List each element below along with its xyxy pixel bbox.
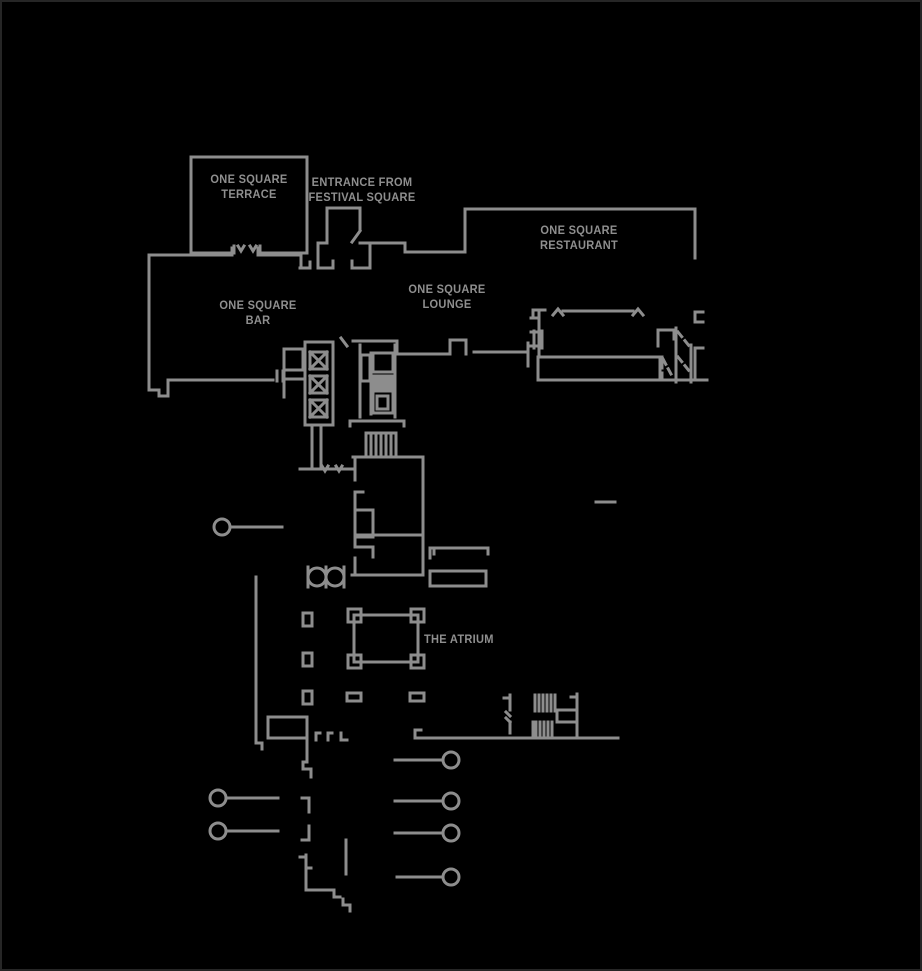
restaurant-walls — [463, 207, 705, 382]
entrance-label-line2: FESTIVAL SQUARE — [308, 192, 416, 204]
atrium-label-line1: THE ATRIUM — [424, 634, 494, 646]
lower-corridor-wall — [413, 728, 620, 740]
atrium-label: THE ATRIUM — [424, 633, 494, 648]
restaurant-interior — [529, 306, 709, 384]
bar-label: ONE SQUARE BAR — [198, 299, 317, 329]
lounge-label-line2: LOUNGE — [422, 299, 472, 311]
restaurant-label-line1: ONE SQUARE — [540, 225, 618, 237]
bar-label-line2: BAR — [245, 315, 271, 327]
lower-left-walls — [266, 715, 352, 913]
restaurant-label-line2: RESTAURANT — [539, 240, 619, 252]
terrace-label-line1: ONE SQUARE — [210, 174, 288, 186]
restaurant-label: ONE SQUARE RESTAURANT — [512, 224, 646, 254]
revolving-door — [306, 565, 346, 589]
right-staircase — [502, 692, 579, 740]
escalator-stairs — [348, 343, 406, 428]
terrace-outline — [189, 155, 309, 255]
lounge-label: ONE SQUARE LOUNGE — [387, 283, 506, 313]
entrance-label-line1: ENTRANCE FROM — [311, 177, 413, 189]
terrace-label-line2: TERRACE — [221, 189, 277, 201]
atrium-structure — [301, 607, 426, 706]
lounge-corridor-walls — [338, 329, 544, 368]
entrance-label: ENTRANCE FROM FESTIVAL SQUARE — [301, 176, 424, 206]
small-staircase — [351, 431, 425, 459]
inner-room-walls — [350, 455, 425, 577]
bar-label-line1: ONE SQUARE — [219, 300, 297, 312]
elevator-bank — [282, 340, 354, 474]
terrace-label: ONE SQUARE TERRACE — [189, 173, 308, 203]
lounge-label-line1: ONE SQUARE — [408, 284, 486, 296]
reception-desk — [428, 546, 490, 588]
left-long-wall — [254, 575, 264, 751]
callout-markers — [208, 517, 461, 887]
entrance-vestibule — [316, 206, 467, 270]
